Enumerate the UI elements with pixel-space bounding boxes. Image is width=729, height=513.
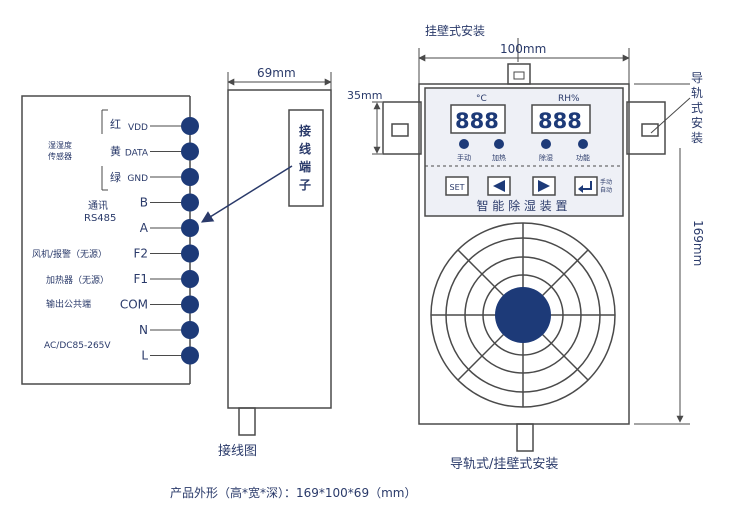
terminal-note-box — [288, 109, 324, 207]
terminal-label: A — [140, 221, 149, 235]
rail-mount-char: 轨 — [691, 86, 703, 100]
comm-group-line1: 通讯 — [88, 200, 108, 212]
terminal-note-char: 子 — [299, 178, 311, 192]
front-width-label: 100mm — [500, 42, 546, 56]
front-cable-gland — [516, 423, 534, 452]
terminal-pointer-arrow — [200, 165, 293, 223]
left-arrow-icon — [493, 180, 505, 192]
device-name: 智 能 除 湿 装 置 — [476, 198, 567, 213]
temp-unit: °C — [476, 94, 487, 104]
power-note: AC/DC85-265V — [44, 341, 111, 351]
side-width-label: 69mm — [257, 66, 296, 80]
terminal-label: F2 — [133, 247, 148, 261]
sensor-group-line2: 传感器 — [48, 151, 72, 161]
comm-group-line2: RS485 — [84, 213, 116, 224]
terminal-screw — [181, 321, 199, 339]
terminal-screw — [181, 244, 199, 263]
terminal-color-green: 绿 — [110, 170, 121, 184]
side-view: 69mm 接 线 端 子 — [200, 66, 332, 436]
terminal-label: COM — [120, 298, 148, 312]
rail-clip-right — [626, 101, 666, 155]
enter-sub-label: 手动 — [600, 178, 612, 186]
right-arrow-icon — [538, 180, 550, 192]
humidity-display — [531, 104, 591, 134]
terminal-color-red: 红 — [110, 118, 121, 131]
terminal-screw — [181, 117, 199, 135]
right-arrow-button[interactable] — [532, 176, 556, 196]
rail-clip-left — [382, 101, 422, 155]
heat-indicator-led — [494, 139, 504, 149]
indicator-label: 除湿 — [539, 153, 553, 162]
indicator-label: 加热 — [492, 153, 506, 162]
terminal-color-yellow: 黄 — [110, 144, 121, 158]
terminal-label: F1 — [133, 272, 148, 286]
function-indicator-led — [578, 139, 588, 149]
terminal-screw — [181, 219, 199, 237]
rail-depth-label: 35mm — [347, 89, 382, 102]
sensor-group-line1: 湿湿度 — [48, 140, 72, 150]
wiring-title: 接线图 — [218, 443, 257, 459]
temperature-digits: 888 — [455, 109, 499, 133]
enter-sub-label: 自动 — [600, 186, 612, 194]
front-view: 挂壁式安装 100mm 35mm 导 轨 式 安 装 169mm °C RH% — [347, 23, 705, 472]
set-button[interactable]: SET — [445, 176, 469, 196]
wall-mount-label: 挂壁式安装 — [425, 23, 485, 38]
rail-mount-char: 安 — [691, 115, 703, 130]
side-cable-gland — [238, 407, 256, 436]
terminal-screw — [181, 193, 199, 212]
rail-mount-char: 导 — [691, 71, 703, 85]
fan-guard — [430, 222, 616, 408]
wiring-box — [21, 95, 190, 385]
terminal-screw — [181, 142, 199, 161]
wall-hook — [507, 63, 531, 85]
mount-caption: 导轨式/挂壁式安装 — [450, 457, 558, 472]
terminal-note-char: 端 — [299, 159, 311, 174]
terminal-screw — [181, 346, 199, 365]
terminal-label: VDD — [128, 123, 148, 133]
indicator-label: 手动 — [457, 153, 471, 162]
indicator-label: 功能 — [576, 153, 590, 162]
set-button-label: SET — [449, 183, 464, 192]
terminal-note-char: 接 — [299, 123, 311, 138]
terminal-label: L — [141, 349, 148, 363]
humidity-digits: 888 — [538, 109, 582, 133]
rail-mount-char: 装 — [691, 131, 703, 145]
manual-indicator-led — [459, 139, 469, 149]
output-common-note: 输出公共端 — [46, 298, 91, 310]
dimensions-footer: 产品外形（高*宽*深）：169*100*69（mm） — [170, 485, 416, 500]
temperature-display — [450, 104, 506, 134]
enter-button[interactable] — [574, 176, 598, 196]
terminal-note-char: 线 — [299, 141, 311, 156]
terminal-label: B — [140, 196, 148, 210]
rail-mount-char: 式 — [691, 101, 703, 115]
terminal-label: GND — [127, 174, 148, 184]
terminal-screw — [181, 295, 199, 314]
fan-note: 风机/报警（无源） — [32, 248, 107, 260]
enter-icon — [581, 181, 592, 190]
left-arrow-button[interactable] — [487, 176, 511, 196]
terminal-screw — [181, 270, 199, 288]
terminal-label: DATA — [125, 149, 149, 159]
dehumidify-indicator-led — [541, 139, 551, 149]
terminal-label: N — [139, 323, 148, 337]
height-label: 169mm — [691, 220, 705, 266]
hum-unit: RH% — [558, 94, 580, 104]
side-housing — [227, 89, 332, 409]
terminal-screw — [181, 168, 199, 186]
fan-hub — [495, 287, 551, 343]
heater-note: 加热器（无源） — [46, 274, 109, 286]
